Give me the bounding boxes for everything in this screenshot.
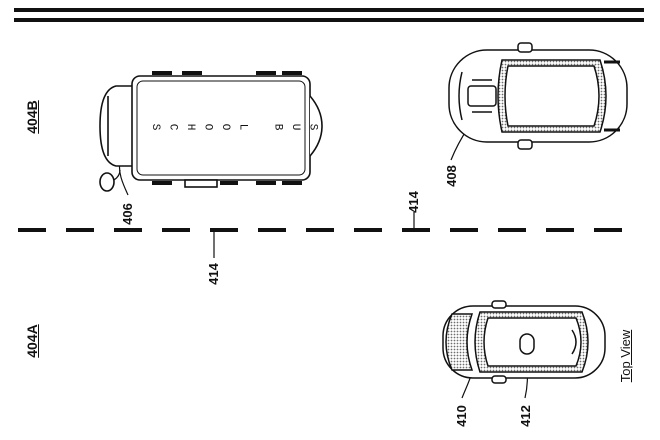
bus-letter: S — [149, 124, 161, 131]
bus-letter: O — [219, 124, 231, 131]
bus-letter: L — [237, 124, 249, 131]
bus-letter: U — [289, 124, 301, 131]
car-bottom — [442, 300, 606, 384]
ref-lane-line-left: 414 — [206, 263, 221, 285]
bus-letter: O — [202, 124, 214, 131]
bus-letter: C — [167, 124, 179, 131]
ref-car-top: 408 — [444, 165, 459, 187]
ref-car-bottom: 410 — [454, 405, 469, 427]
lane-label-upper: 404B — [24, 100, 40, 134]
bus-letter: S — [307, 124, 319, 131]
bus-letter: B — [272, 124, 284, 131]
car-top — [448, 42, 628, 150]
school-bus — [99, 71, 323, 192]
ref-car-bottom-part: 412 — [518, 405, 533, 427]
ref-lane-line-right: 414 — [406, 191, 421, 213]
view-label: Top View — [618, 329, 633, 383]
bus-letter: H — [184, 124, 196, 131]
road-edge-lines — [14, 8, 644, 22]
lane-label-lower: 404A — [24, 324, 40, 358]
ref-bus: 406 — [120, 203, 135, 225]
